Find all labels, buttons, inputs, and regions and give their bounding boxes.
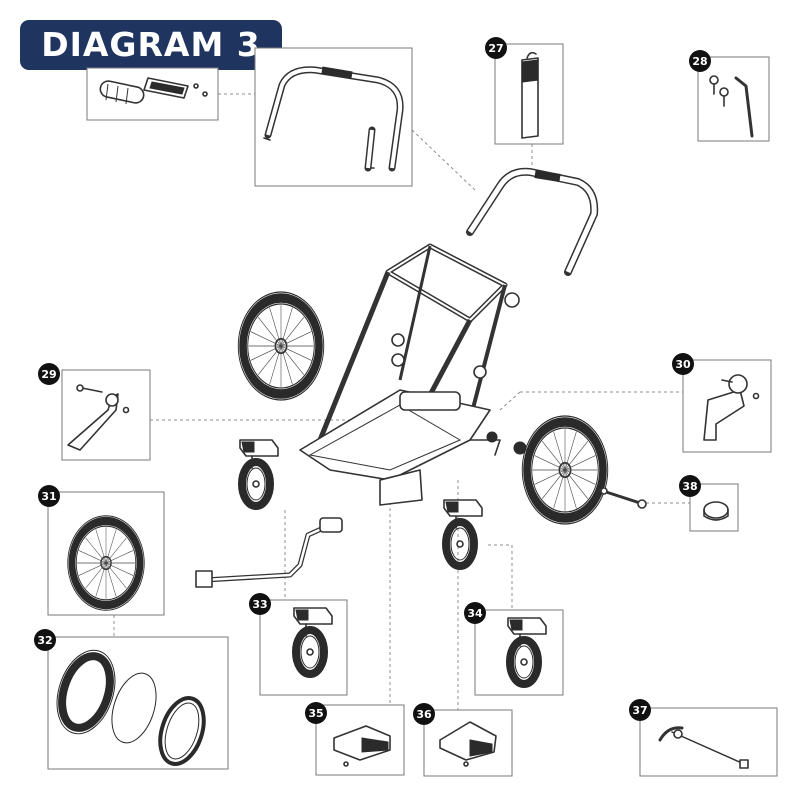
- callout-32: 32: [34, 629, 56, 651]
- callout-27: 27: [485, 37, 507, 59]
- callout-31: 31: [38, 485, 60, 507]
- cap-part-38: [703, 501, 729, 521]
- diagram-title-banner: DIAGRAM 3: [20, 20, 282, 70]
- parts-box-37: [639, 707, 778, 777]
- pivot-bracket-part-35: [333, 725, 391, 767]
- callout-28: 28: [689, 50, 711, 72]
- callout-30-label: 30: [675, 358, 691, 371]
- wheel-part-31: [68, 516, 145, 611]
- callout-29-label: 29: [41, 368, 56, 381]
- pivot-bracket-part-36: [439, 721, 497, 767]
- callout-30: 30: [672, 353, 694, 375]
- diagram-title: DIAGRAM 3: [41, 25, 261, 64]
- handlebar-part: [263, 66, 404, 172]
- callout-28-label: 28: [692, 55, 707, 68]
- callout-36: 36: [413, 703, 435, 725]
- rear-wheel-right: [522, 416, 608, 524]
- main-handlebar: [466, 167, 599, 276]
- callout-33-label: 33: [252, 598, 267, 611]
- callout-29: 29: [38, 363, 60, 385]
- front-swivel-wheel-right: [444, 500, 482, 566]
- bracket-part-29: [67, 384, 130, 451]
- callout-38: 38: [679, 475, 701, 497]
- callout-33: 33: [249, 593, 271, 615]
- callout-37-label: 37: [632, 704, 647, 717]
- axle-bolt-part: [598, 487, 647, 509]
- strap-part-27: [521, 51, 539, 139]
- tow-arm-part: [195, 517, 343, 588]
- callout-35-label: 35: [308, 707, 323, 720]
- callout-34: 34: [464, 602, 486, 624]
- callout-37: 37: [629, 699, 651, 721]
- callout-34-label: 34: [467, 607, 483, 620]
- rear-wheel-left: [238, 292, 324, 400]
- callout-32-label: 32: [37, 634, 52, 647]
- grip-part: [99, 77, 208, 105]
- callout-38-label: 38: [682, 480, 697, 493]
- callout-31-label: 31: [41, 490, 56, 503]
- bolts-hexkey-part-28: [709, 75, 754, 138]
- skewer-part-37: [658, 726, 749, 769]
- front-swivel-wheel-left: [240, 440, 278, 506]
- callout-36-label: 36: [416, 708, 432, 721]
- tire-tube-rim-part-32: [56, 649, 206, 766]
- parts-box-28: [697, 56, 770, 142]
- main-frame: [299, 243, 527, 506]
- callout-35: 35: [305, 702, 327, 724]
- callout-27-label: 27: [488, 42, 503, 55]
- bracket-part-30: [703, 374, 760, 441]
- parts-box-30: [682, 359, 772, 453]
